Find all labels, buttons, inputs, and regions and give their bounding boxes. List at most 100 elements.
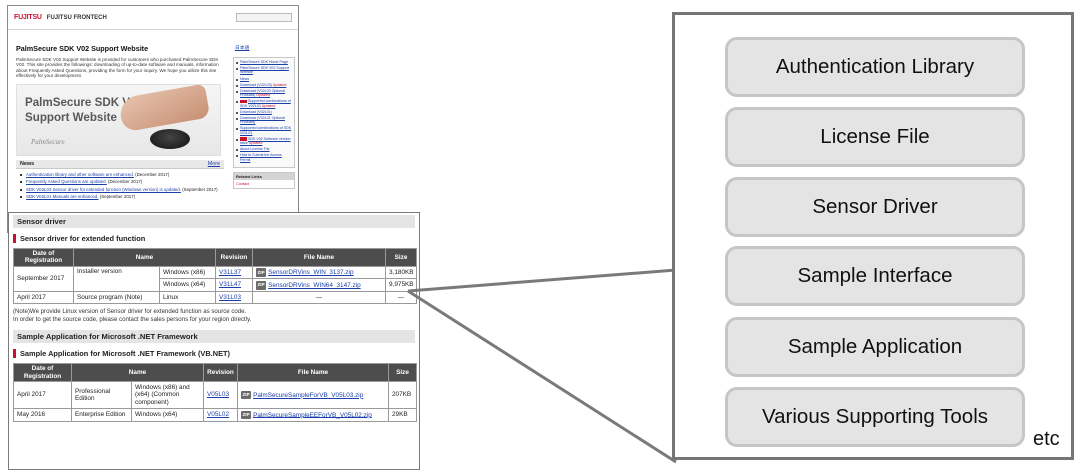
sidebar-item[interactable]: About License File <box>236 147 292 152</box>
news-item: SDK V02L03 Sensor driver for extended fu… <box>20 186 224 193</box>
cell-size: 207KB <box>388 381 417 409</box>
col-size: Size <box>385 248 417 267</box>
sidebar-item-text[interactable]: About License File <box>240 147 270 152</box>
sidebar-item-label[interactable]: Download (V02L03) Updated <box>240 83 286 87</box>
revision-link[interactable]: V31L03 <box>219 293 242 301</box>
subsection-sensor-driver-extended: Sensor driver for extended function <box>13 234 415 243</box>
bullet-icon <box>236 118 238 121</box>
cell-name: Source program (Note) <box>73 291 160 304</box>
site-header: FUJITSU FUJITSU FRONTECH <box>8 6 298 30</box>
updated-badge: Updated <box>248 141 263 146</box>
sidebar-item-label[interactable]: Supported combinations of SDK V02L03 Upd… <box>240 99 292 108</box>
news-link[interactable]: SDK V02L03 Sensor driver for extended fu… <box>26 186 181 192</box>
sidebar-item-label[interactable]: PalmSecure SDK V02 Support Website <box>240 66 292 74</box>
file-download-link[interactable]: SensorDRVins_WIN_3137.zip <box>268 269 354 277</box>
cell-size: 29KB <box>388 408 417 422</box>
company-name: FUJITSU FRONTECH <box>46 14 107 21</box>
sidebar-item-text[interactable]: Supported combinations of SDK V02L01 <box>240 126 292 135</box>
sidebar-item-text[interactable]: Supported combinations of SDK V02L03 <box>240 99 291 108</box>
revision-link[interactable]: V05L03 <box>207 391 230 399</box>
sidebar-item-text[interactable]: PalmSecure SDK Home Page <box>240 60 288 64</box>
news-link[interactable]: Authentication library and other softwar… <box>26 171 134 177</box>
col-file-name: File Name <box>252 248 386 267</box>
zip-icon: ZIP <box>256 268 267 277</box>
news-more-link[interactable]: More <box>207 160 220 167</box>
sidebar-item-label[interactable]: News <box>240 77 249 81</box>
news-date: (December 2017) <box>108 179 143 185</box>
sidebar-item-text[interactable]: Download (V02L03) <box>240 82 272 87</box>
revision-link[interactable]: V05L02 <box>207 411 230 418</box>
cell-date: September 2017 <box>13 265 74 293</box>
bullet-icon <box>236 84 238 87</box>
col-revision: Revision <box>215 248 253 267</box>
bullet-icon <box>236 149 238 152</box>
sidebar-item-label[interactable]: Download (V02L03 Optional Products) Upda… <box>240 89 292 97</box>
bullet-icon <box>236 78 238 81</box>
file-download-link[interactable]: PalmSecureSampleEEForVB_V05L02.zip <box>253 411 372 419</box>
section-header-sample-application: Sample Application for Microsoft .NET Fr… <box>13 330 415 344</box>
sidebar-item[interactable]: How to Submit the Access Permit <box>236 153 292 162</box>
bullet-icon <box>236 111 238 114</box>
news-link[interactable]: Frequently Asked Questions are updated. <box>26 179 107 185</box>
connector-line-lower <box>407 289 677 464</box>
revision-link[interactable]: V31L47 <box>219 281 242 289</box>
table-header-row: Date of Registration Name Revision File … <box>13 248 417 267</box>
sidebar-item[interactable]: PalmSecure SDK V02 Support Website <box>236 66 292 74</box>
revision-link[interactable]: V31L37 <box>219 268 242 276</box>
fujitsu-logo[interactable]: FUJITSU <box>14 14 42 21</box>
note-line-2: In order to get the source code, please … <box>13 316 252 323</box>
sidebar-item-text[interactable]: Download (V02L01 Optional Products) <box>240 116 285 125</box>
file-download-link[interactable]: PalmSecureSampleForVB_V05L03.zip <box>253 391 364 399</box>
sidebar-item[interactable]: Supported combinations of SDK V02L03 Upd… <box>236 99 292 108</box>
language-link[interactable]: 日本語 <box>235 46 250 51</box>
cell-date: April 2017 <box>13 381 72 409</box>
sidebar-item-text[interactable]: News <box>240 76 249 81</box>
sidebar-item-text[interactable]: Download (V02L03 Optional Products) <box>240 89 285 98</box>
news-date: (September 2017) <box>182 186 218 192</box>
new-tag-icon <box>240 137 247 141</box>
bullet-icon <box>236 138 238 141</box>
zip-icon: ZIP <box>241 390 252 400</box>
site-search-input[interactable] <box>236 13 292 22</box>
sidebar-item-label[interactable]: PalmSecure SDK Home Page <box>240 60 288 64</box>
sidebar-item[interactable]: News <box>236 77 292 81</box>
section-header-sensor-driver: Sensor driver <box>13 215 415 228</box>
cell-name: Enterprise Edition <box>71 408 132 422</box>
sidebar-item[interactable]: PalmSecure SDK Home Page <box>236 60 292 64</box>
news-header: News More <box>16 159 224 169</box>
news-link[interactable]: SDK V02L01 Manuals are enhanced. <box>26 194 99 200</box>
sidebar-item-label[interactable]: About License File <box>240 147 270 151</box>
contact-link[interactable]: Contact <box>236 181 250 186</box>
feature-authentication-library: Authentication Library <box>725 37 1025 97</box>
sidebar-item[interactable]: Download (V02L01) <box>236 110 292 114</box>
col-name: Name <box>73 248 216 267</box>
file-download-link[interactable]: SensorDRVins_WIN64_3147.zip <box>268 281 361 289</box>
sidebar-item-label[interactable]: Supported combinations of SDK V02L01 <box>240 126 292 134</box>
cell-os: Windows (x86) and (x64) (Common componen… <box>131 381 204 409</box>
new-tag-icon <box>240 99 247 104</box>
sidebar-item-text[interactable]: How to Submit the Access Permit <box>240 153 282 162</box>
related-links-header: Related Links <box>234 172 294 180</box>
hero-title-line2: Support Website <box>25 110 117 124</box>
sidebar-item-text[interactable]: SDK V02 Software version table <box>240 136 291 146</box>
news-label: News <box>20 160 35 167</box>
feature-license-file: License File <box>725 107 1025 167</box>
subsection-sample-vbnet: Sample Application for Microsoft .NET Fr… <box>13 349 415 359</box>
sidebar-item-label[interactable]: How to Submit the Access Permit <box>240 153 292 161</box>
news-date: (December 2017) <box>135 171 170 177</box>
sidebar-item[interactable]: Download (V02L03) Updated <box>236 83 292 87</box>
sidebar-item-label[interactable]: Download (V02L01) <box>240 110 272 114</box>
sidebar-item[interactable]: Download (V02L03 Optional Products) Upda… <box>236 89 292 97</box>
sidebar-item-label[interactable]: SDK V02 Software version table Updated <box>240 137 292 145</box>
sidebar-item[interactable]: SDK V02 Software version table Updated <box>236 137 292 145</box>
support-site-home-screenshot: FUJITSU FUJITSU FRONTECH PalmSecure SDK … <box>7 5 299 233</box>
sidebar-item-text[interactable]: PalmSecure SDK V02 Support Website <box>240 66 289 75</box>
sidebar-item-text[interactable]: Download (V02L01) <box>240 109 272 114</box>
sidebar-item[interactable]: Download (V02L01 Optional Products) <box>236 116 292 124</box>
sidebar-item-label[interactable]: Download (V02L01 Optional Products) <box>240 116 292 124</box>
sidebar-item[interactable]: Supported combinations of SDK V02L01 <box>236 126 292 135</box>
page-title: PalmSecure SDK V02 Support Website <box>16 44 149 53</box>
sample-application-table: Date of Registration Name Revision File … <box>13 363 417 422</box>
